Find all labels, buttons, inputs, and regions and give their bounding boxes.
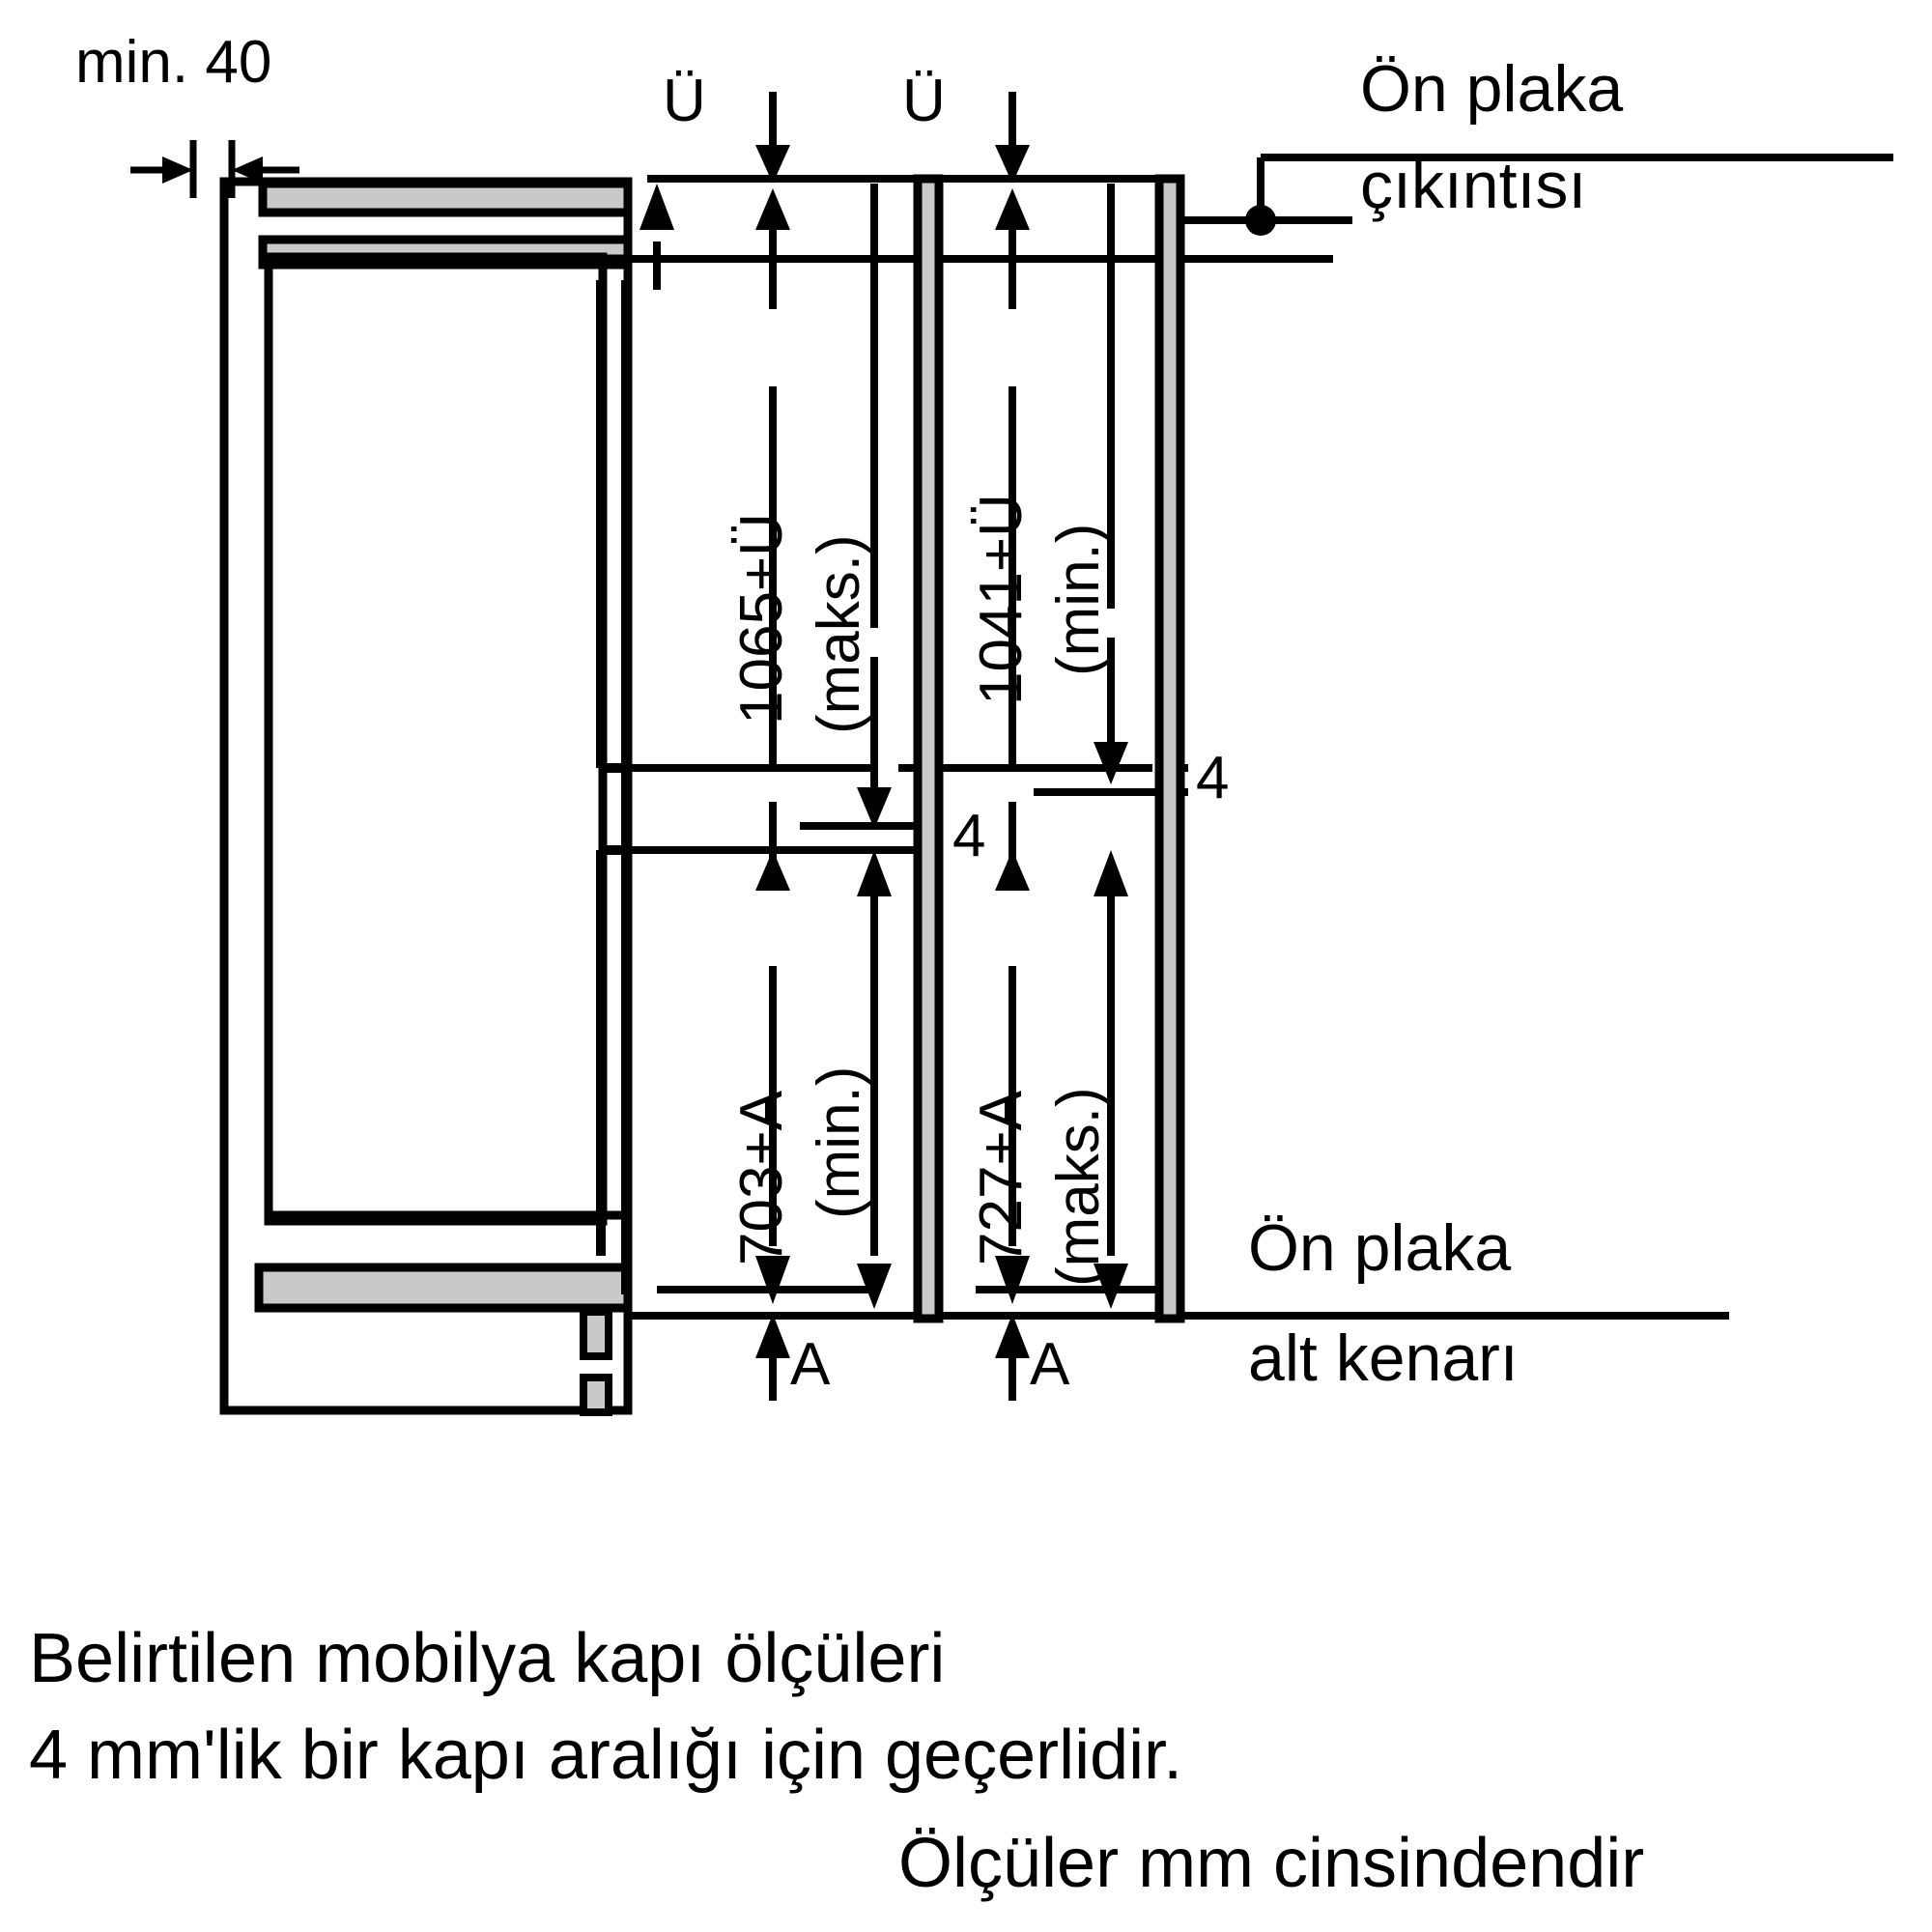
label-dim-1065: 1065+Ü <box>728 513 795 724</box>
dim-lower-arrows <box>755 850 1128 1309</box>
label-dim-1041: 1041+Ü <box>968 494 1035 705</box>
label-gap-right: 4 <box>1196 745 1230 811</box>
dim-1041-arrows <box>995 184 1128 891</box>
label-front-plate-bottom-line2: alt kenarı <box>1248 1321 1519 1395</box>
label-dim-1065-qualifier: (maks.) <box>806 534 872 734</box>
label-front-plate-projection-line2: çıkıntısı <box>1360 149 1587 222</box>
label-gap-left: 4 <box>952 803 986 869</box>
caption-line-3: Ölçüler mm cinsindendir <box>898 1825 1645 1902</box>
label-dim-727: 727+A <box>968 1090 1035 1265</box>
appliance-outline <box>219 177 633 1416</box>
min40-dimension-group <box>130 140 299 198</box>
label-dim-703-qualifier: (min.) <box>806 1065 872 1219</box>
label-dim-1041-qualifier: (min.) <box>1045 523 1112 676</box>
front-plate-projection-leader <box>1180 154 1893 236</box>
caption-line-1: Belirtilen mobilya kapı ölçüleri <box>29 1620 946 1697</box>
label-u-top-right: Ü <box>902 68 946 134</box>
dim-1065-arrows <box>639 184 892 891</box>
label-front-plate-bottom-line1: Ön plaka <box>1248 1211 1512 1285</box>
caption-line-2: 4 mm'lik bir kapı aralığı için geçerlidi… <box>29 1717 1183 1794</box>
a-arrows-bottom <box>755 1314 1030 1401</box>
furniture-door-panels <box>913 174 1185 1323</box>
label-front-plate-projection-line1: Ön plaka <box>1360 52 1624 126</box>
label-min40: min. 40 <box>75 29 272 96</box>
label-dim-727-qualifier: (maks.) <box>1045 1087 1112 1287</box>
label-dim-703: 703+A <box>728 1090 795 1265</box>
label-u-top-left: Ü <box>663 68 706 134</box>
label-a-bottom-left: A <box>790 1331 831 1398</box>
u-arrows-top <box>755 92 1030 184</box>
appliance-door-leaf <box>596 280 631 1294</box>
label-a-bottom-right: A <box>1030 1331 1070 1398</box>
